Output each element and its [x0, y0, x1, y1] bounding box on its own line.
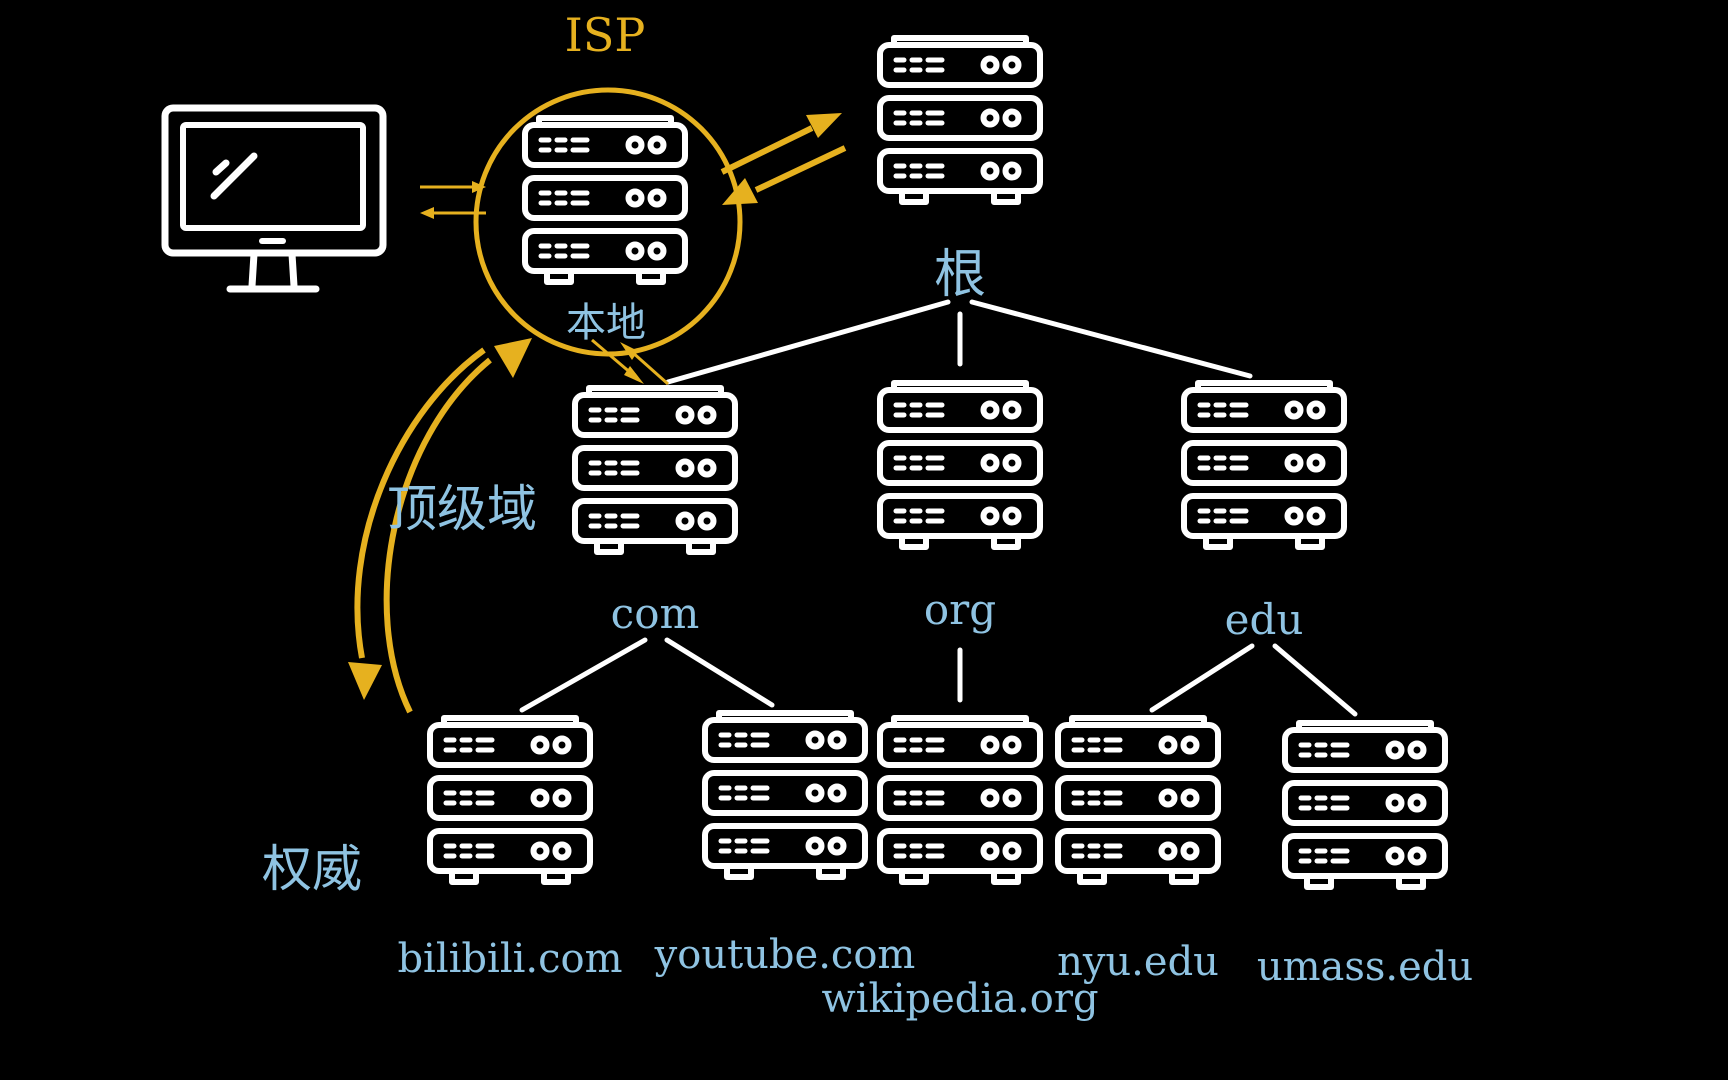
auth-youtube-label: youtube.com [654, 932, 916, 978]
auth-bilibili-server-icon [430, 718, 590, 882]
tld-com-label: com [611, 589, 700, 638]
arrow-local-authoritative [354, 347, 492, 714]
local-server-label: 本地 [566, 300, 646, 346]
auth-umass-server-icon [1285, 723, 1445, 887]
auth-umass-label: umass.edu [1257, 944, 1473, 990]
arrow-local-tld [591, 338, 669, 386]
root-server-label: 根 [934, 245, 986, 305]
tld-edu-server-icon [1184, 383, 1344, 547]
auth-youtube-server-icon [705, 713, 865, 877]
arrowhead-up [494, 338, 532, 378]
auth-wikipedia-server-icon [880, 718, 1040, 882]
connector-root-com [665, 299, 951, 385]
auth-wikipedia-label: wikipedia.org [821, 976, 1098, 1022]
arrow-client-local [420, 181, 486, 219]
auth-bilibili-label: bilibili.com [397, 936, 622, 982]
tier-label-authoritative: 权威 [262, 840, 362, 898]
query-arrows [348, 113, 847, 714]
tld-org-server-icon [880, 383, 1040, 547]
labels: ISP 本地 根 com org edu 顶级域 权威 bilibili.com… [262, 8, 1473, 1022]
monitor-icon [161, 104, 387, 293]
auth-nyu-server-icon [1058, 718, 1218, 882]
arrow-local-root [720, 113, 847, 205]
connector-edu-umass [1272, 643, 1358, 717]
tld-org-label: org [924, 585, 996, 634]
connector-com-bilibili [519, 637, 648, 713]
connector-com-youtube [664, 637, 775, 708]
auth-nyu-label: nyu.edu [1057, 939, 1219, 985]
tier-label-tld: 顶级域 [387, 480, 537, 538]
connector-edu-nyu [1149, 643, 1255, 713]
tld-edu-label: edu [1225, 595, 1304, 644]
local-server-icon [525, 118, 685, 282]
connector-root-edu [969, 299, 1253, 379]
tree-connectors [519, 299, 1358, 717]
arrowhead-down [348, 662, 382, 700]
isp-label: ISP [565, 8, 646, 62]
root-server-icon [880, 38, 1040, 202]
tld-com-server-icon [575, 388, 735, 552]
